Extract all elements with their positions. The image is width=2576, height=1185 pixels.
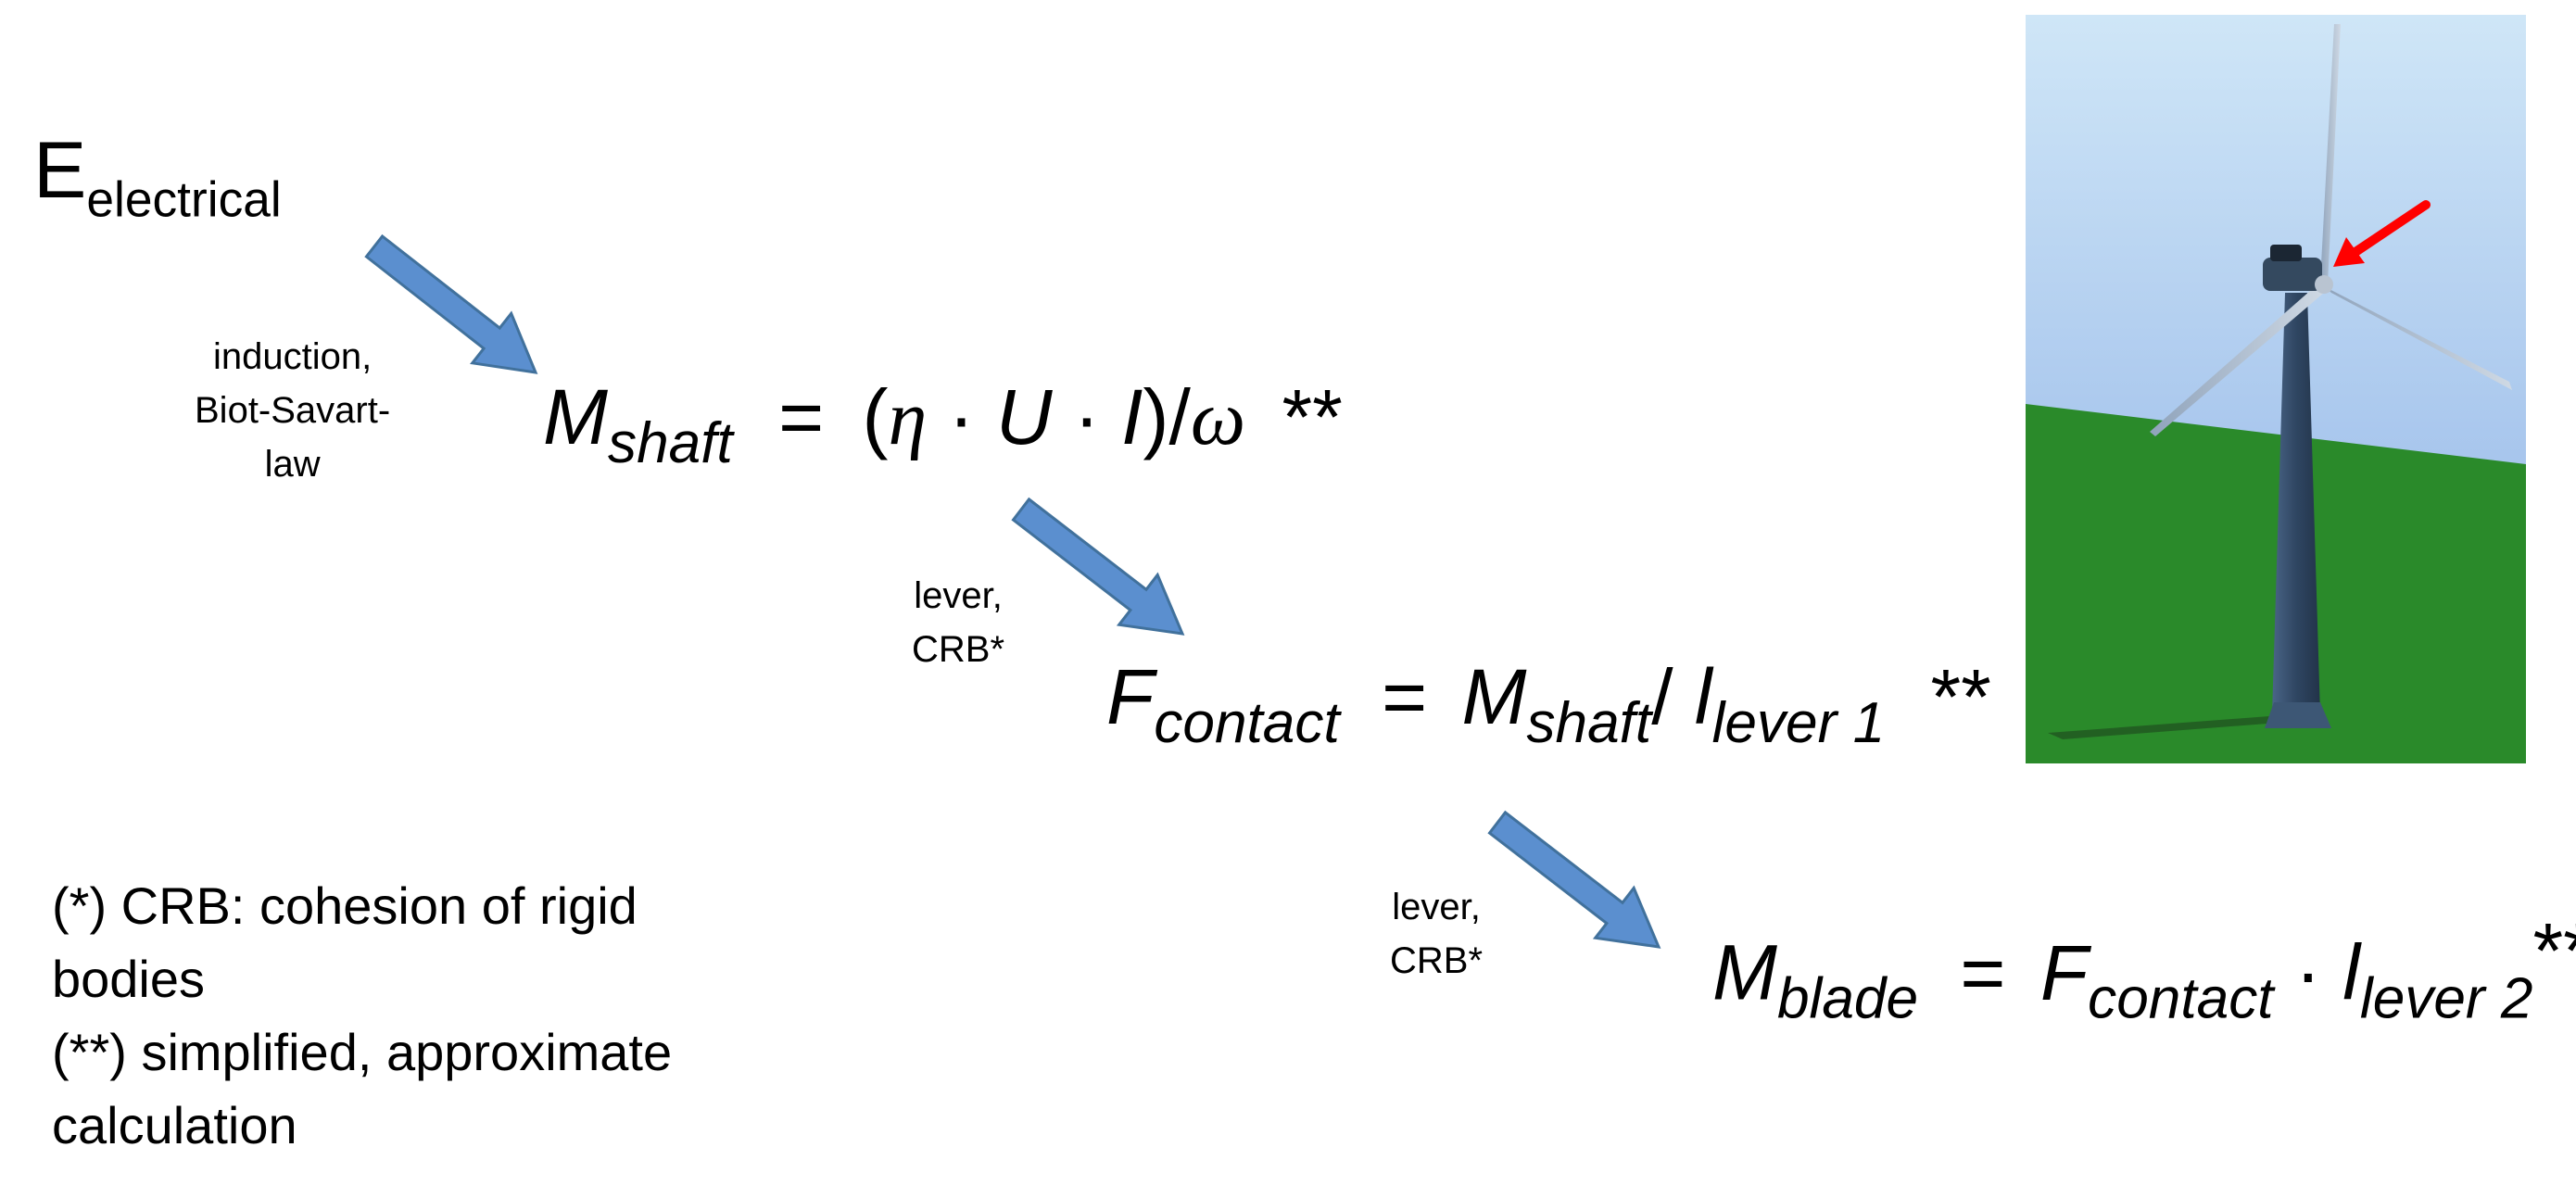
step-label-2-line-1: lever, xyxy=(914,575,1003,616)
f-contact-m-sub: shaft xyxy=(1526,690,1652,755)
wind-turbine-image xyxy=(2026,15,2526,763)
m-blade-f: F xyxy=(2039,928,2089,1016)
red-arrow-icon xyxy=(2333,200,2431,267)
step-label-3: lever, CRB* xyxy=(1390,880,1483,988)
hub xyxy=(2315,275,2333,294)
step-arrow-3-icon xyxy=(1487,810,1661,949)
tower-base xyxy=(2265,702,2331,728)
footnotes: (*) CRB: cohesion of rigid bodies (**) s… xyxy=(52,869,672,1162)
step-label-1-line-2: Biot-Savart- xyxy=(195,390,391,431)
energy-main: E xyxy=(33,126,87,215)
m-blade-f-sub: contact xyxy=(2088,966,2274,1031)
m-blade-dot: · xyxy=(2294,928,2321,1016)
m-blade-l: l xyxy=(2342,928,2360,1016)
arrow-down-right-icon xyxy=(1487,810,1661,949)
step-arrow-1-icon xyxy=(364,233,538,374)
f-contact-stars: ** xyxy=(1930,653,1991,740)
step-label-1: induction, Biot-Savart- law xyxy=(195,330,390,491)
arrow-down-right-icon xyxy=(364,233,538,374)
f-contact-m: M xyxy=(1461,653,1527,740)
blade-right xyxy=(2322,285,2512,390)
m-shaft-lhs: M xyxy=(543,373,608,460)
footnote-line-1: (*) CRB: cohesion of rigid xyxy=(52,876,638,935)
m-blade-eq: = xyxy=(1960,928,2006,1016)
m-shaft-close-slash: )/ xyxy=(1143,373,1191,460)
energy-sub: electrical xyxy=(86,172,282,228)
m-shaft-dot-2: · xyxy=(1073,373,1100,460)
m-shaft-open-paren: ( xyxy=(862,373,889,460)
step-label-2-line-2: CRB* xyxy=(912,629,1005,670)
step-arrow-2-icon xyxy=(1011,497,1185,636)
formula-m-blade: Mblade = Fcontact · llever 2** xyxy=(1712,904,2576,1027)
m-shaft-stars: ** xyxy=(1282,373,1343,460)
arrow-down-right-icon xyxy=(1011,497,1185,636)
tower-shadow xyxy=(2048,714,2304,739)
f-contact-l: l xyxy=(1694,653,1712,740)
step-label-1-line-1: induction, xyxy=(212,336,373,377)
step-label-2: lever, CRB* xyxy=(912,569,1004,676)
step-label-1-line-3: law xyxy=(264,444,321,485)
m-shaft-eq: = xyxy=(778,373,825,460)
f-contact-l-sub: lever 1 xyxy=(1711,690,1886,755)
tower xyxy=(2272,293,2320,714)
f-contact-slash: / xyxy=(1651,653,1673,740)
energy-label: Eelectrical xyxy=(33,124,282,224)
ground xyxy=(2026,404,2526,763)
formula-f-contact: Fcontact = Mshaft/ llever 1 ** xyxy=(1106,650,1991,751)
m-shaft-eta: η xyxy=(888,375,928,461)
blade-left xyxy=(2150,284,2324,436)
m-shaft-dot-1: · xyxy=(948,373,975,460)
nacelle-top xyxy=(2270,245,2302,261)
blade-up xyxy=(2320,24,2341,284)
step-label-3-line-2: CRB* xyxy=(1390,940,1484,981)
footnote-line-4: calculation xyxy=(52,1096,297,1154)
step-label-3-line-1: lever, xyxy=(1392,887,1481,927)
nacelle xyxy=(2263,258,2322,291)
m-shaft-omega: ω xyxy=(1190,375,1246,461)
f-contact-eq: = xyxy=(1382,653,1428,740)
m-shaft-lhs-sub: shaft xyxy=(607,410,733,475)
m-shaft-u: U xyxy=(995,373,1053,460)
formula-m-shaft: Mshaft = (η · U · I)/ω ** xyxy=(543,371,1343,472)
m-blade-lhs: M xyxy=(1712,928,1777,1016)
footnote-line-3: (**) simplified, approximate xyxy=(52,1023,673,1081)
m-blade-l-sub: lever 2 xyxy=(2359,966,2533,1031)
m-shaft-i: I xyxy=(1121,373,1143,460)
footnote-line-2: bodies xyxy=(52,950,206,1008)
m-blade-stars: ** xyxy=(2532,907,2576,994)
f-contact-lhs-sub: contact xyxy=(1154,690,1340,755)
f-contact-lhs: F xyxy=(1106,653,1155,740)
m-blade-lhs-sub: blade xyxy=(1776,966,1919,1031)
